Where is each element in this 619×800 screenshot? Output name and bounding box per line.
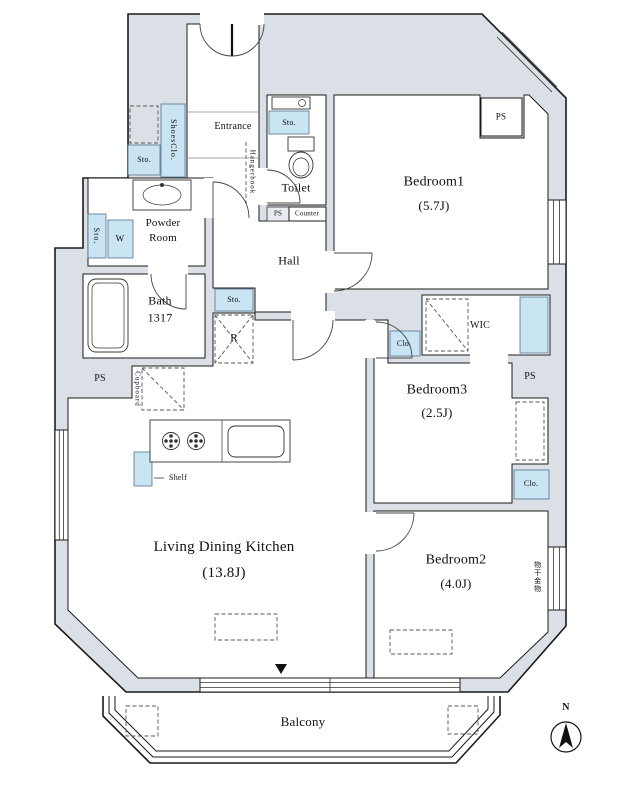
shelf-box [133, 451, 153, 487]
bedroom1-window [547, 199, 567, 265]
fixtures-group [87, 96, 315, 463]
diagonal-window-lines [496, 31, 558, 93]
bathtub [87, 278, 129, 353]
storage-box-hall [214, 288, 254, 312]
shoes-closet-label: ShoesClo. [169, 119, 179, 161]
room-ldk [67, 312, 367, 679]
toilet-tank [287, 136, 315, 152]
bedroom1-label: Bedroom1 [403, 174, 465, 190]
ldk-label: Living Dining Kitchen [153, 539, 295, 556]
storage-box-powder [87, 213, 107, 259]
counter-label: Counter [295, 209, 319, 218]
refrigerator-space [214, 314, 254, 364]
dashed-marks-group [129, 105, 545, 655]
wic-shelf-box [519, 296, 549, 354]
pipe-space-label-toilet: PS [273, 209, 283, 218]
balcony-direction-mark [275, 664, 287, 674]
storage-label-toilet: Sto. [282, 117, 296, 127]
closet-label-bedroom3: Clo. [396, 338, 412, 348]
balcony-group [102, 696, 501, 764]
toilet-label: Toilet [281, 180, 311, 195]
room-bedroom3 [373, 319, 549, 504]
storage-box-entrance [127, 144, 161, 176]
toilet-hand-sink [271, 96, 311, 110]
bedroom2-label: Bedroom2 [425, 552, 487, 568]
shoes-closet-box [160, 103, 186, 178]
hall-label: Hall [278, 253, 300, 268]
closet-label-bedroom2: Clo. [523, 478, 539, 488]
pipe-space-label-left: PS [94, 372, 106, 384]
wic-hanger-space [425, 298, 469, 352]
bedroom3-size-label: (2.5J) [421, 405, 453, 421]
storage-box-toilet [268, 110, 310, 135]
bedroom1-size-label: (5.7J) [418, 198, 450, 214]
wic-label: WIC [469, 319, 491, 331]
counter-box [288, 206, 327, 222]
closet-box-bedroom2 [513, 469, 550, 500]
stove-burner-icon [162, 432, 180, 450]
door-gaps-group [148, 13, 508, 554]
room-bedroom1 [333, 94, 549, 290]
balcony-label: Balcony [280, 714, 326, 730]
bedroom2-size-label: (4.0J) [440, 576, 472, 592]
washer-label: W [115, 233, 125, 244]
rooms-group [67, 23, 551, 679]
shelf-label: Shelf [169, 472, 187, 482]
storage-label-powder: Sto. [92, 227, 102, 245]
refrigerator-label: R [230, 332, 238, 345]
north-label: N [562, 701, 570, 713]
ldk-size-label: (13.8J) [202, 565, 246, 582]
room-bedroom2 [373, 510, 549, 679]
cupboard-space [141, 367, 185, 411]
north-arrow-icon [559, 723, 573, 748]
misc-group [154, 111, 287, 674]
doors-group [150, 23, 415, 552]
washer-box [107, 219, 134, 259]
toilet-bowl-icon [288, 151, 314, 179]
kitchen-sink [227, 425, 285, 458]
ps-niche-top [480, 97, 523, 137]
closet-box-bedroom3 [389, 330, 421, 357]
balcony-floor [102, 696, 501, 764]
pipe-space-label-right: PS [524, 370, 536, 382]
stove-burner-icon [187, 432, 205, 450]
ldk-side-window [54, 429, 69, 541]
powder-room-label-line2: Room [149, 232, 177, 245]
cupboard-label: Cupboard [133, 371, 142, 407]
storage-label-hall: Sto. [227, 294, 241, 304]
laundry-hardware-label: 物干金物 [533, 561, 542, 593]
bath-size-label: 1317 [147, 310, 173, 325]
storage-group [87, 103, 550, 500]
bedroom2-window [547, 546, 567, 611]
bath-label: Bath [148, 293, 172, 308]
storage-label-entrance: Sto. [137, 154, 151, 164]
powder-room-label-line1: Powder [145, 217, 181, 230]
hanger-hook-label: Hangerhook [248, 149, 257, 195]
bedroom3-label: Bedroom3 [406, 382, 468, 398]
windows-group [54, 199, 567, 693]
compass-icon [550, 721, 582, 753]
room-wic [421, 294, 551, 356]
entrance-label: Entrance [214, 120, 252, 132]
bathtub-inner [91, 282, 125, 349]
pipe-space-label-top: PS [495, 111, 507, 122]
